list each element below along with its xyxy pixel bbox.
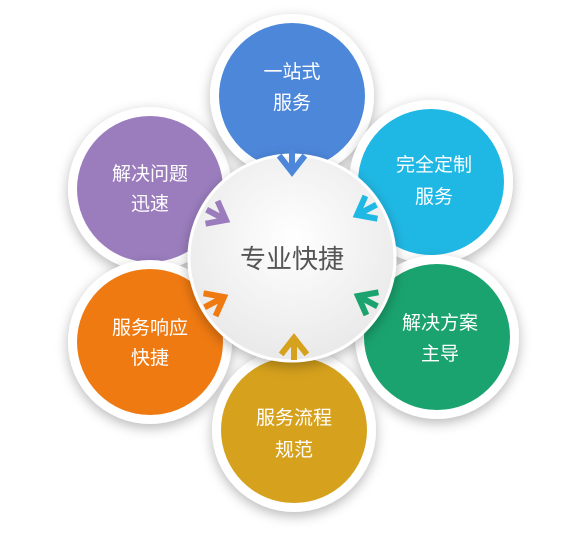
petal-upper-right-disc <box>358 109 504 255</box>
petal-lower-right-line-2: 主导 <box>421 343 459 365</box>
arrow-upper-right-icon <box>352 194 379 222</box>
arrow-top-icon <box>276 150 308 177</box>
arrow-bottom-icon <box>278 333 310 360</box>
petal-lower-right-disc <box>364 264 510 410</box>
petal-upper-right-line-2: 服务 <box>415 186 453 208</box>
petal-top: 一站式 服务 <box>210 14 374 178</box>
petal-lower-right-line-1: 解决方案 <box>402 312 478 334</box>
petal-upper-left-line-2: 迅速 <box>131 193 169 215</box>
arrow-lower-left-icon <box>202 290 229 318</box>
arrows <box>202 150 380 360</box>
petal-bottom-line-1: 服务流程 <box>256 407 332 429</box>
petal-upper-left: 解决问题 迅速 <box>68 107 232 271</box>
petal-bottom-line-2: 规范 <box>275 439 313 461</box>
petal-bottom-disc <box>221 357 367 503</box>
petal-upper-right-line-1: 完全定制 <box>396 154 472 176</box>
petal-upper-left-disc <box>77 116 223 262</box>
arrow-lower-right-icon <box>353 289 380 317</box>
petal-bottom: 服务流程 规范 <box>212 348 376 512</box>
petal-lower-right: 解决方案 主导 <box>355 255 519 419</box>
petal-lower-left-line-2: 快捷 <box>131 347 169 369</box>
petal-lower-left: 服务响应 快捷 <box>68 260 232 424</box>
petal-lower-left-line-1: 服务响应 <box>112 317 188 339</box>
arrow-upper-left-icon <box>204 199 231 227</box>
petal-top-line-1: 一站式 <box>263 61 320 83</box>
center-hub-label: 专业快捷 <box>240 245 344 275</box>
center-hub: 专业快捷 <box>187 153 397 363</box>
petal-upper-left-line-1: 解决问题 <box>112 163 188 185</box>
petal-top-line-2: 服务 <box>273 92 311 114</box>
petal-lower-left-disc <box>77 269 223 415</box>
petal-top-disc <box>219 23 365 169</box>
